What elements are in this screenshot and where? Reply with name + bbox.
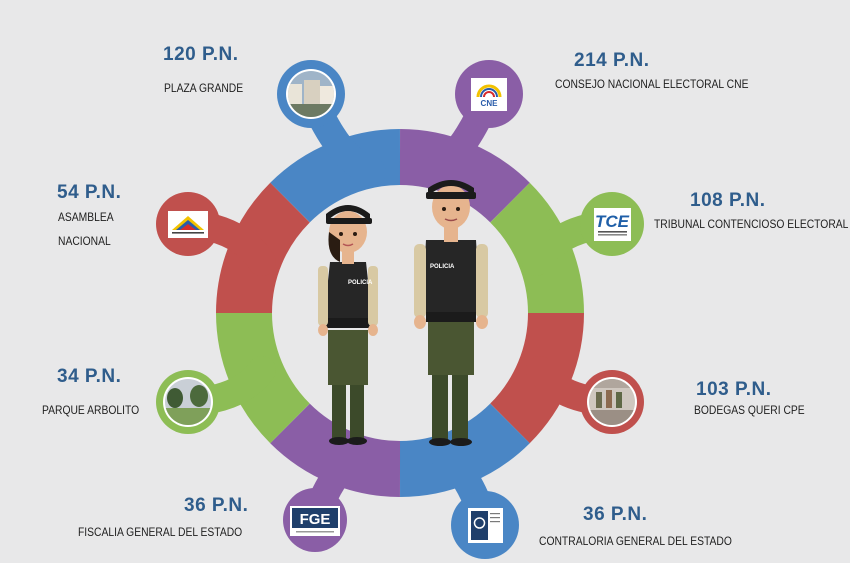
label-fiscalia: FISCALIA GENERAL DEL ESTADO xyxy=(78,525,243,539)
fge-logo-icon: FGE xyxy=(292,508,338,533)
node-cne: CNE xyxy=(455,60,523,128)
tce-logo-icon: TCE xyxy=(595,212,630,236)
ring xyxy=(216,129,584,497)
node-bodegas xyxy=(580,370,644,434)
park-photo-icon xyxy=(165,379,211,425)
count-plaza-grande: 120 P.N. xyxy=(163,44,239,65)
label-parque-arbolito: PARQUE ARBOLITO xyxy=(42,403,140,417)
tce-logo-text: TCE xyxy=(595,212,630,231)
male-officer-vest-text: POLICIA xyxy=(430,264,455,270)
cne-logo-icon: CNE xyxy=(476,84,502,108)
female-officer-illustration: POLICIA xyxy=(318,205,378,445)
fge-logo-text: FGE xyxy=(300,511,331,528)
cne-logo-text: CNE xyxy=(481,99,499,108)
node-asamblea xyxy=(156,192,220,256)
node-tce: TCE xyxy=(580,192,644,256)
label-cne: CONSEJO NACIONAL ELECTORAL CNE xyxy=(555,77,749,91)
count-contraloria: 36 P.N. xyxy=(583,504,648,525)
warehouse-photo-icon xyxy=(589,379,635,425)
label-asamblea-line2: NACIONAL xyxy=(58,234,111,248)
node-fge: FGE xyxy=(283,488,347,552)
node-plaza xyxy=(277,60,345,128)
count-cne: 214 P.N. xyxy=(574,50,650,71)
label-tce: TRIBUNAL CONTENCIOSO ELECTORAL xyxy=(654,217,849,231)
contraloria-logo-icon xyxy=(471,511,500,540)
node-contraloria xyxy=(451,491,519,559)
female-officer-vest-text: POLICIA xyxy=(348,280,373,286)
count-fiscalia: 36 P.N. xyxy=(184,495,249,516)
count-asamblea: 54 P.N. xyxy=(57,182,122,203)
node-arbolito xyxy=(156,370,220,434)
count-tce: 108 P.N. xyxy=(690,190,766,211)
male-officer-illustration: POLICIA xyxy=(414,180,488,446)
ring-segment-blue xyxy=(270,129,401,223)
asamblea-logo-icon xyxy=(172,216,204,234)
plaza-photo-icon xyxy=(288,71,334,117)
label-contraloria: CONTRALORIA GENERAL DEL ESTADO xyxy=(539,534,732,548)
count-parque-arbolito: 34 P.N. xyxy=(57,366,122,387)
label-asamblea-line1: ASAMBLEA xyxy=(58,210,114,224)
label-plaza-grande: PLAZA GRANDE xyxy=(164,81,244,95)
count-bodegas: 103 P.N. xyxy=(696,379,772,400)
label-bodegas: BODEGAS QUERI CPE xyxy=(694,403,805,417)
